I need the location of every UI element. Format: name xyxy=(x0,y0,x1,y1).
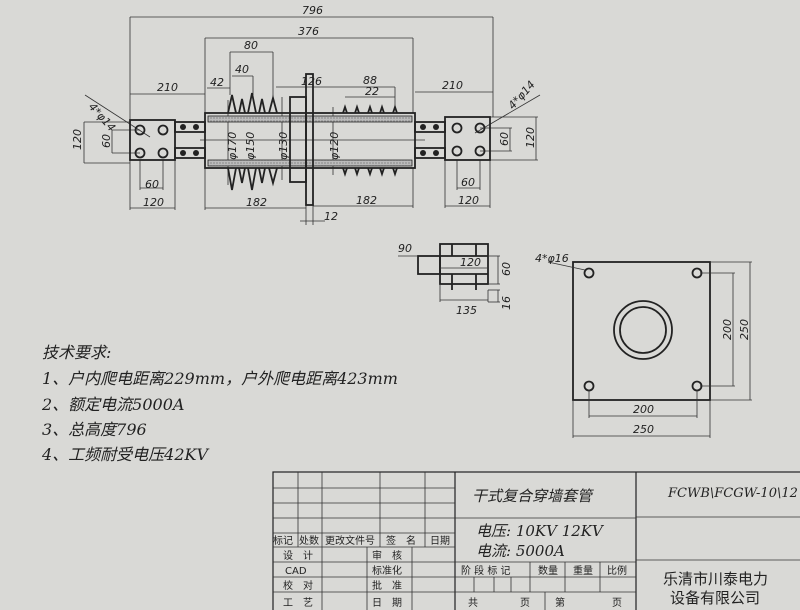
main-view: 796 376 80 40 42 126 88 22 210 210 4*φ14… xyxy=(71,4,541,225)
rev-header: 更改文件号 xyxy=(325,534,375,547)
role-label: 校 对 xyxy=(283,579,313,592)
side-dim-90: 90 xyxy=(398,242,412,255)
dim-dia-170: φ170 xyxy=(226,132,239,160)
dim-dia-130: φ130 xyxy=(277,132,290,160)
plate-dim-hole-h: 200 xyxy=(721,319,734,340)
voltage-spec: 电压: 10KV 12KV xyxy=(476,522,605,540)
dim-left-holes: 4*φ14 xyxy=(86,100,118,134)
role-label: 审 核 xyxy=(372,549,402,562)
dim-left-hole-w: 60 xyxy=(145,178,159,191)
side-dim-135: 135 xyxy=(456,304,477,317)
dim-flange-gap: 126 xyxy=(301,75,322,88)
dim-outdoor-pitch: 22 xyxy=(365,85,379,98)
dim-left-offset: 210 xyxy=(157,81,178,94)
dim-flange-t: 12 xyxy=(324,210,338,223)
side-dim-120: 120 xyxy=(460,256,481,269)
dim-left-hole-h: 60 xyxy=(100,134,113,148)
dim-left-w: 120 xyxy=(143,196,164,209)
plate-dim-hole-w: 200 xyxy=(633,403,654,416)
dim-right-offset: 210 xyxy=(442,79,463,92)
stage-header: 重量 xyxy=(573,564,593,577)
dim-outdoor-span: 88 xyxy=(363,74,377,87)
plate-dim-w: 250 xyxy=(633,423,654,436)
plate-holes-label: 4*φ16 xyxy=(535,252,569,265)
stage-header: 比例 xyxy=(607,564,627,577)
side-dim-16: 16 xyxy=(500,296,513,310)
dimension-lines xyxy=(83,16,541,225)
stage-header: 数量 xyxy=(538,564,558,577)
role-label: 批 准 xyxy=(372,579,402,592)
requirement-item: 1、户内爬电距离229mm，户外爬电距离423mm xyxy=(42,369,398,388)
left-terminal-block xyxy=(129,119,206,161)
side-view: 90 120 60 16 135 xyxy=(398,242,513,317)
mounting-plate-view: 4*φ16 200 250 200 250 xyxy=(535,252,752,438)
dim-shed-offset: 42 xyxy=(210,76,224,89)
current-spec: 电流: 5000A xyxy=(476,542,565,560)
technical-requirements: 技术要求: 1、户内爬电距离229mm，户外爬电距离423mm 2、额定电流50… xyxy=(41,343,398,464)
requirements-title: 技术要求: xyxy=(42,343,111,362)
stage-header: 阶 段 标 记 xyxy=(461,564,511,577)
plate-dim-h: 250 xyxy=(738,319,751,340)
dim-dia-150: φ150 xyxy=(244,132,257,160)
rev-header: 签 名 xyxy=(386,534,416,547)
rev-header: 标记 xyxy=(273,535,293,547)
role-label: 标准化 xyxy=(372,564,402,577)
role-label: 设 计 xyxy=(283,549,313,562)
requirement-item: 2、额定电流5000A xyxy=(41,395,184,414)
dim-shed-pitch: 40 xyxy=(235,63,249,76)
role-label: 工 艺 xyxy=(283,597,313,609)
title-block: 标记 处数 更改文件号 签 名 日期 设 计 CAD 校 对 工 艺 审 核 标… xyxy=(272,471,800,610)
rev-header: 处数 xyxy=(299,534,319,547)
flange-plate xyxy=(305,73,314,206)
product-name: 干式复合穿墙套管 xyxy=(472,487,594,505)
model-number: FCWB\FCGW-10\12 xyxy=(667,486,798,501)
dim-shed-span: 80 xyxy=(244,39,258,52)
role-label: CAD xyxy=(285,566,307,577)
rev-header: 日期 xyxy=(430,535,450,547)
right-terminal-block xyxy=(414,116,491,161)
bushing-body xyxy=(204,73,416,206)
dim-body: 376 xyxy=(298,25,319,38)
dim-left-len: 182 xyxy=(246,196,267,209)
dim-right-holes: 4*φ14 xyxy=(506,78,538,112)
dim-dia-120: φ120 xyxy=(328,132,341,160)
side-dim-60: 60 xyxy=(500,262,513,276)
company-name-line1: 乐清市川泰电力 xyxy=(663,570,768,588)
page-label-2: 页 xyxy=(612,597,622,609)
dim-overall: 796 xyxy=(302,4,323,17)
requirement-item: 3、总高度796 xyxy=(42,420,147,439)
dim-left-h: 120 xyxy=(71,129,84,150)
company-name-line2: 设备有限公司 xyxy=(670,589,760,607)
nth-label: 第 xyxy=(555,596,565,609)
dim-right-hole-w: 60 xyxy=(461,176,475,189)
page-label: 页 xyxy=(520,597,530,609)
dim-right-w: 120 xyxy=(458,194,479,207)
total-label: 共 xyxy=(468,597,478,609)
dim-right-hole-h: 60 xyxy=(498,132,511,146)
requirement-item: 4、工频耐受电压42KV xyxy=(41,445,209,464)
role-label: 日 期 xyxy=(372,597,402,609)
dim-right-h: 120 xyxy=(524,127,537,148)
dim-right-len: 182 xyxy=(356,194,377,207)
